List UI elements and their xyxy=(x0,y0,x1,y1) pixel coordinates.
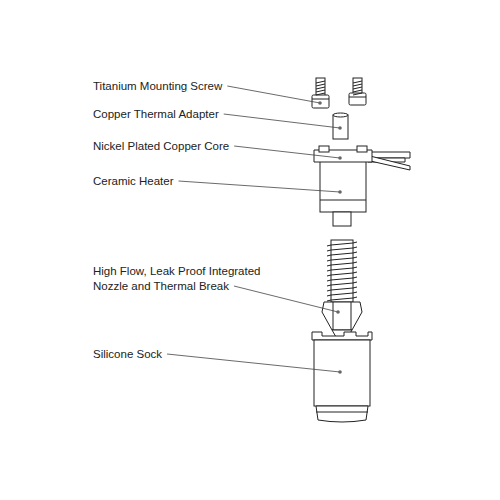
thread-line xyxy=(327,247,357,251)
thread-line xyxy=(327,282,357,286)
leader-dot xyxy=(338,126,342,130)
thread-line xyxy=(316,84,325,86)
thread-line xyxy=(353,81,362,83)
thread-line xyxy=(327,252,357,256)
thread-line xyxy=(327,287,357,291)
silicone-sock xyxy=(312,332,372,422)
part-label: High Flow, Leak Proof Integrated Nozzle … xyxy=(93,264,298,294)
thread-line xyxy=(353,90,362,92)
part-label: Nickel Plated Copper Core xyxy=(93,139,229,154)
thread-line xyxy=(327,242,357,246)
part-label: Titanium Mounting Screw xyxy=(93,79,222,94)
leader-line xyxy=(224,114,340,128)
thread-line xyxy=(327,262,357,266)
mounting-screw xyxy=(312,78,329,108)
leader-dot xyxy=(318,101,322,105)
leader-dot xyxy=(338,190,342,194)
screw-threads xyxy=(316,81,362,95)
part-label: Ceramic Heater xyxy=(93,174,174,189)
leader-line xyxy=(234,286,338,312)
leader-line xyxy=(227,86,320,103)
thread-line xyxy=(353,93,362,95)
leader-dot xyxy=(336,310,340,314)
leader-lines xyxy=(167,86,342,374)
thread-line xyxy=(353,87,362,89)
thread-line xyxy=(327,267,357,271)
leader-dot xyxy=(338,156,342,160)
thread-line xyxy=(353,84,362,86)
thread-line xyxy=(316,93,325,95)
nozzle-thermal-break xyxy=(322,240,362,344)
thread-line xyxy=(316,81,325,83)
thread-line xyxy=(327,257,357,261)
mounting-screw xyxy=(349,78,366,105)
nozzle-threads xyxy=(327,242,357,301)
thermal-adapter xyxy=(333,113,348,139)
thread-line xyxy=(327,277,357,281)
leader-line xyxy=(179,181,340,192)
thread-line xyxy=(327,272,357,276)
leader-line xyxy=(234,146,340,158)
thread-line xyxy=(316,90,325,92)
thread-line xyxy=(327,297,357,301)
leader-dot xyxy=(338,370,342,374)
part-label: Copper Thermal Adapter xyxy=(93,107,219,122)
leader-line xyxy=(167,354,340,372)
part-label: Silicone Sock xyxy=(93,347,162,362)
thread-line xyxy=(327,292,357,296)
thread-line xyxy=(316,87,325,89)
copper-core xyxy=(314,146,410,226)
